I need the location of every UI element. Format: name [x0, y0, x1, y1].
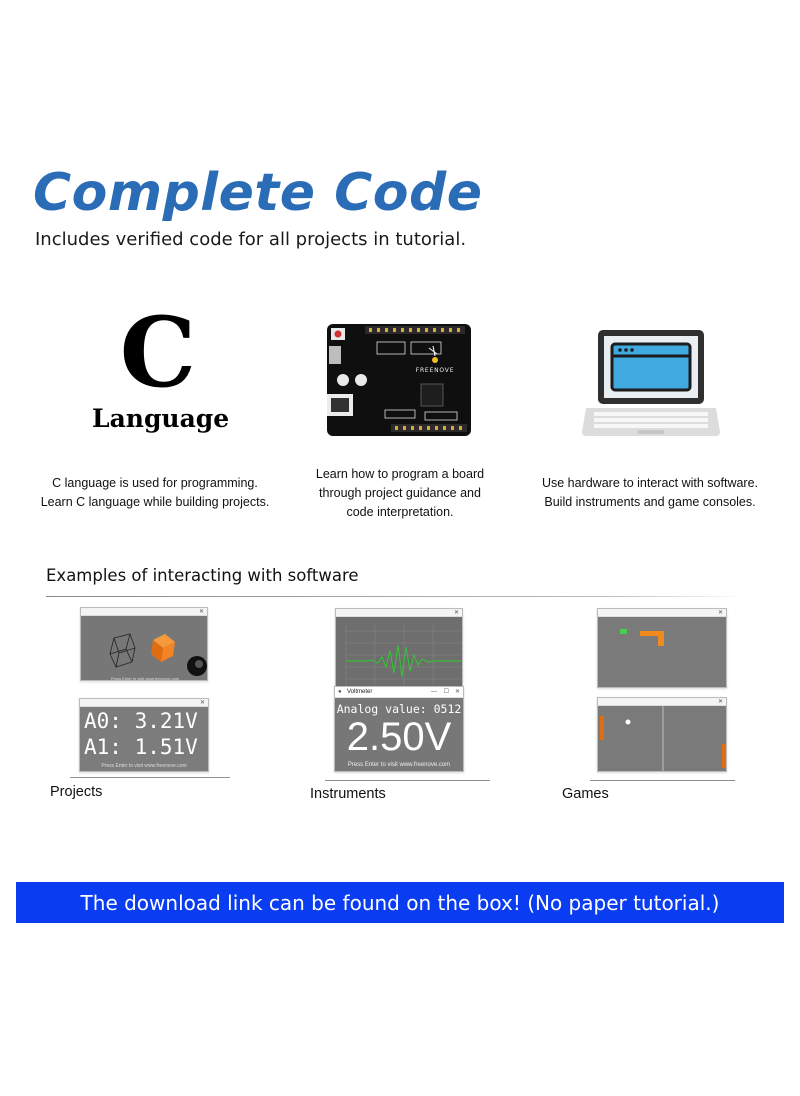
app-icon: ●	[338, 689, 342, 695]
pong-game-window: ✕	[597, 697, 727, 772]
games-divider	[590, 780, 735, 781]
laptop-icon	[582, 330, 720, 436]
examples-divider	[46, 596, 746, 597]
games-label: Games	[562, 786, 609, 802]
channel-a0-reading: A0: 3.21V	[84, 709, 198, 733]
window-titlebar: ✕	[336, 609, 462, 617]
oscilloscope-window: ✕	[335, 608, 463, 693]
page-subtitle: Includes verified code for all projects …	[35, 229, 467, 250]
maximize-icon: ☐	[443, 689, 449, 695]
close-icon: ✕	[453, 610, 459, 616]
examples-heading: Examples of interacting with software	[46, 566, 359, 585]
instruments-divider	[325, 780, 490, 781]
feature-laptop-description: Use hardware to interact with software. …	[541, 476, 759, 509]
dual-channel-footer: Press Enter to visit www.freenove.com	[101, 763, 187, 769]
snake-board	[620, 629, 664, 646]
projects-label: Projects	[50, 784, 103, 800]
window-titlebar: ✕	[81, 608, 207, 616]
box3d-footer: Press Enter to visit www.freenove.com	[111, 676, 180, 681]
voltage-readout: 2.50V	[346, 715, 452, 759]
voltmeter-window-title: Voltmeter	[347, 689, 373, 695]
circuit-board-icon: FREENOVE	[327, 324, 471, 436]
close-icon: ✕	[717, 699, 723, 705]
board-brand-text: FREENOVE	[416, 367, 455, 374]
snake-game-window: ✕	[597, 608, 727, 688]
analog-value-label: Analog value: 0512	[336, 702, 462, 716]
download-banner-text: The download link can be found on the bo…	[80, 890, 720, 915]
feature-c-description: C language is used for programming. Lear…	[40, 476, 270, 509]
window-titlebar: ✕	[598, 698, 726, 706]
voltmeter-window: ● Voltmeter — ☐ ✕ Analog value: 0512 2.5…	[334, 686, 464, 772]
window-titlebar: ✕	[80, 699, 208, 707]
box3d-scene: Press Enter to visit www.freenove.com	[109, 633, 207, 681]
oscilloscope-plot	[345, 625, 462, 692]
c-language-label: Language	[92, 404, 230, 433]
close-icon: ✕	[199, 700, 205, 706]
pong-board	[600, 706, 726, 771]
box3d-window: ✕ Press Enter to visit www.freenove.com	[80, 607, 208, 681]
download-banner: The download link can be found on the bo…	[16, 882, 784, 923]
projects-divider	[70, 777, 230, 778]
close-icon: ✕	[198, 609, 204, 615]
instruments-label: Instruments	[310, 786, 386, 802]
window-titlebar: ✕	[598, 609, 726, 617]
close-icon: ✕	[717, 610, 723, 616]
channel-a1-reading: A1: 1.51V	[84, 735, 198, 759]
close-icon: ✕	[454, 689, 460, 695]
minimize-icon: —	[431, 689, 437, 695]
dual-channel-window: ✕ A0: 3.21V A1: 1.51V Press Enter to vis…	[79, 698, 209, 772]
feature-board-description: Learn how to program a board through pro…	[315, 467, 485, 519]
c-language-icon: C	[119, 296, 197, 409]
page-title: Complete Code	[33, 163, 483, 223]
voltmeter-footer: Press Enter to visit www.freenove.com	[347, 762, 451, 768]
window-titlebar: ● Voltmeter — ☐ ✕	[335, 687, 463, 698]
